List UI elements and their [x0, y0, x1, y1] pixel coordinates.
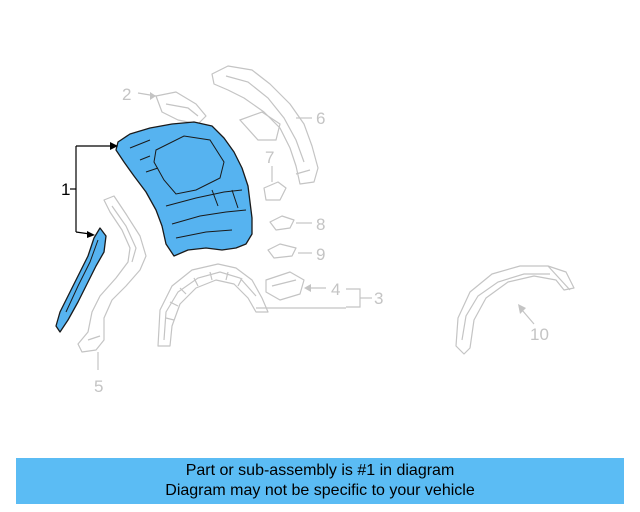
callout-9: 9 — [316, 245, 325, 264]
leader-4-arrow — [304, 284, 311, 292]
part-9-clip[interactable] — [267, 243, 297, 259]
banner-line-2: Diagram may not be specific to your vehi… — [165, 482, 475, 499]
part-10-wheelhouse-liner[interactable] — [455, 265, 575, 355]
callout-10: 10 — [530, 325, 549, 344]
callout-6: 6 — [316, 109, 325, 128]
info-banner: Part or sub-assembly is #1 in diagram Di… — [16, 458, 624, 504]
leader-1-upper-arrow — [110, 142, 118, 150]
callout-4: 4 — [331, 280, 340, 299]
part-3-wheelhouse[interactable] — [157, 263, 269, 347]
callout-8: 8 — [316, 215, 325, 234]
part-7-clip[interactable] — [263, 181, 287, 201]
callout-7: 7 — [265, 148, 274, 167]
part-6-pillar[interactable] — [211, 65, 319, 185]
bracket-3 — [346, 288, 361, 308]
callout-5: 5 — [94, 377, 103, 396]
parts-diagram: 6 2 7 8 9 4 3 — [55, 65, 575, 396]
leader-10-arrow — [518, 304, 526, 314]
leader-10 — [521, 309, 535, 325]
leader-1-lower-arrow — [87, 231, 95, 238]
callout-1: 1 — [61, 180, 70, 199]
part-4-bracket[interactable] — [265, 271, 305, 301]
banner-line-1: Part or sub-assembly is #1 in diagram — [185, 462, 455, 479]
callout-3: 3 — [374, 289, 383, 308]
part-8-clip[interactable] — [269, 215, 295, 231]
callout-2: 2 — [122, 85, 131, 104]
leader-2-arrow — [150, 92, 156, 100]
part-1-pillar-reinforcement[interactable] — [55, 227, 107, 333]
part-2-bracket[interactable] — [155, 91, 207, 125]
part-5-lower-pillar[interactable] — [77, 195, 147, 353]
part-1-quarter-inner-panel[interactable] — [115, 121, 253, 257]
